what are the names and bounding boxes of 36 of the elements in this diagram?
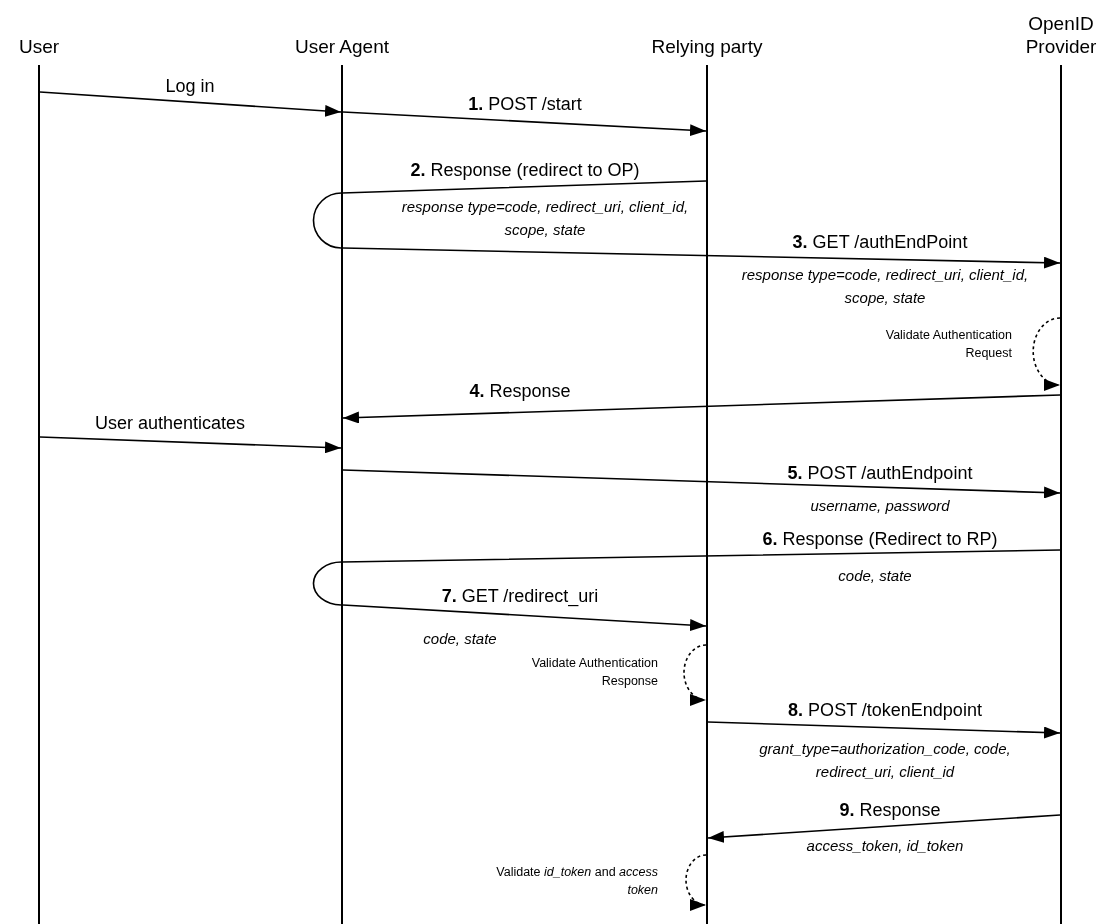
message-label: 4. Response <box>468 381 572 402</box>
message-label: 5. POST /authEndpoint <box>786 463 974 484</box>
message-parameters: response type=code, redirect_uri, client_id, scope, state <box>400 197 690 240</box>
message-parameters: username, password <box>809 496 951 516</box>
message-label: Log in <box>164 76 216 97</box>
message-label: 7. GET /redirect_uri <box>440 586 600 607</box>
participant-label: Relying party <box>651 35 763 59</box>
message-label: 2. Response (redirect to OP) <box>409 160 641 181</box>
message-arrow <box>39 436 342 454</box>
message-arrow <box>342 394 1061 424</box>
message-arrow <box>707 814 1061 843</box>
message-parameters: response type=code, redirect_uri, client_id, scope, state <box>740 265 1030 308</box>
message-arrow <box>342 604 707 632</box>
message-parameters: code, state <box>837 566 913 586</box>
message-arrow <box>342 247 1061 269</box>
participant-label: User Agent <box>295 35 389 59</box>
message-parameters: access_token, id_token <box>805 836 965 856</box>
message-label: User authenticates <box>93 413 247 434</box>
participant-label: User <box>18 35 60 59</box>
self-message-arrow <box>683 644 707 705</box>
message-line <box>312 180 707 249</box>
self-message-arrow <box>685 854 707 910</box>
self-message-arrow <box>1032 317 1061 390</box>
message-label: 6. Response (Redirect to RP) <box>761 529 999 550</box>
message-arrow <box>39 91 342 117</box>
participant-label: OpenID Provider <box>1024 11 1098 59</box>
message-arrow <box>342 469 1061 499</box>
message-label: 9. Response <box>838 800 942 821</box>
message-parameters: grant_type=authorization_code, code, redirect_uri, client_id <box>758 739 1012 782</box>
message-arrow <box>707 721 1061 739</box>
message-arrow <box>342 111 707 137</box>
message-label: 3. GET /authEndPoint <box>791 232 969 253</box>
message-line <box>312 549 1061 606</box>
message-parameters: code, state <box>422 629 498 649</box>
message-label: 1. POST /start <box>467 94 583 115</box>
message-label: 8. POST /tokenEndpoint <box>787 700 983 721</box>
